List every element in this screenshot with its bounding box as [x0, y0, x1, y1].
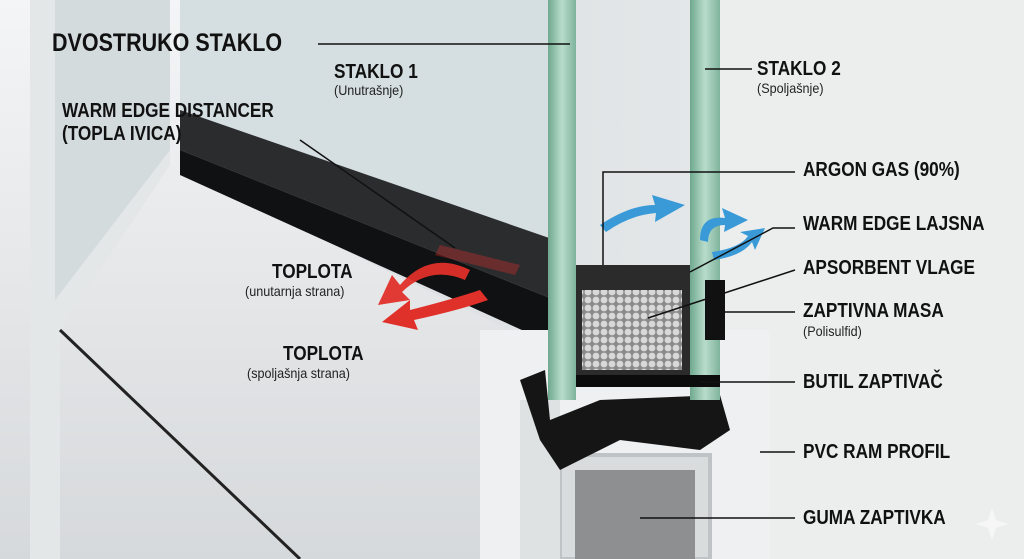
label-glass-1-sub: (Unutrašnje)	[334, 82, 404, 98]
gas-flow-arrows	[600, 195, 765, 260]
sparkle-icon	[976, 508, 1008, 540]
label-rubber-gasket: GUMA ZAPTIVKA	[803, 507, 946, 529]
label-heat-inside: TOPLOTA	[272, 261, 353, 283]
label-heat-outside: TOPLOTA	[283, 343, 364, 365]
label-warm-edge-strip: WARM EDGE LAJSNA	[803, 213, 985, 235]
label-glass-1: STAKLO 1	[334, 61, 418, 83]
label-desiccant: APSORBENT VLAGE	[803, 257, 976, 279]
label-heat-outside-sub: (spoljašnja strana)	[247, 365, 350, 381]
label-butyl: BUTIL ZAPTIVAČ	[803, 371, 943, 393]
label-pvc-frame: PVC RAM PROFIL	[803, 441, 951, 463]
heat-arrows	[378, 245, 520, 330]
spacer-strip	[180, 110, 555, 300]
label-heat-inside-sub: (unutarnja strana)	[245, 283, 345, 299]
leader-lines	[299, 43, 796, 519]
label-glass-2: STAKLO 2	[757, 58, 841, 80]
glass-view	[180, 0, 555, 240]
rubber-gasket	[520, 370, 730, 470]
label-glass-2-sub: (Spoljašnje)	[757, 80, 824, 96]
label-double-glass: DVOSTRUKO STAKLO	[52, 29, 283, 57]
glass-pane-1	[548, 0, 576, 400]
label-sealant: ZAPTIVNA MASA	[803, 300, 944, 322]
label-sealant-sub: (Polisulfid)	[803, 323, 862, 339]
label-argon-gas: ARGON GAS (90%)	[803, 159, 960, 181]
label-warm-edge-distancer-sub: (TOPLA IVICA)	[62, 123, 182, 145]
label-warm-edge-distancer: WARM EDGE DISTANCER	[62, 100, 274, 122]
desiccant-beads	[582, 290, 682, 370]
